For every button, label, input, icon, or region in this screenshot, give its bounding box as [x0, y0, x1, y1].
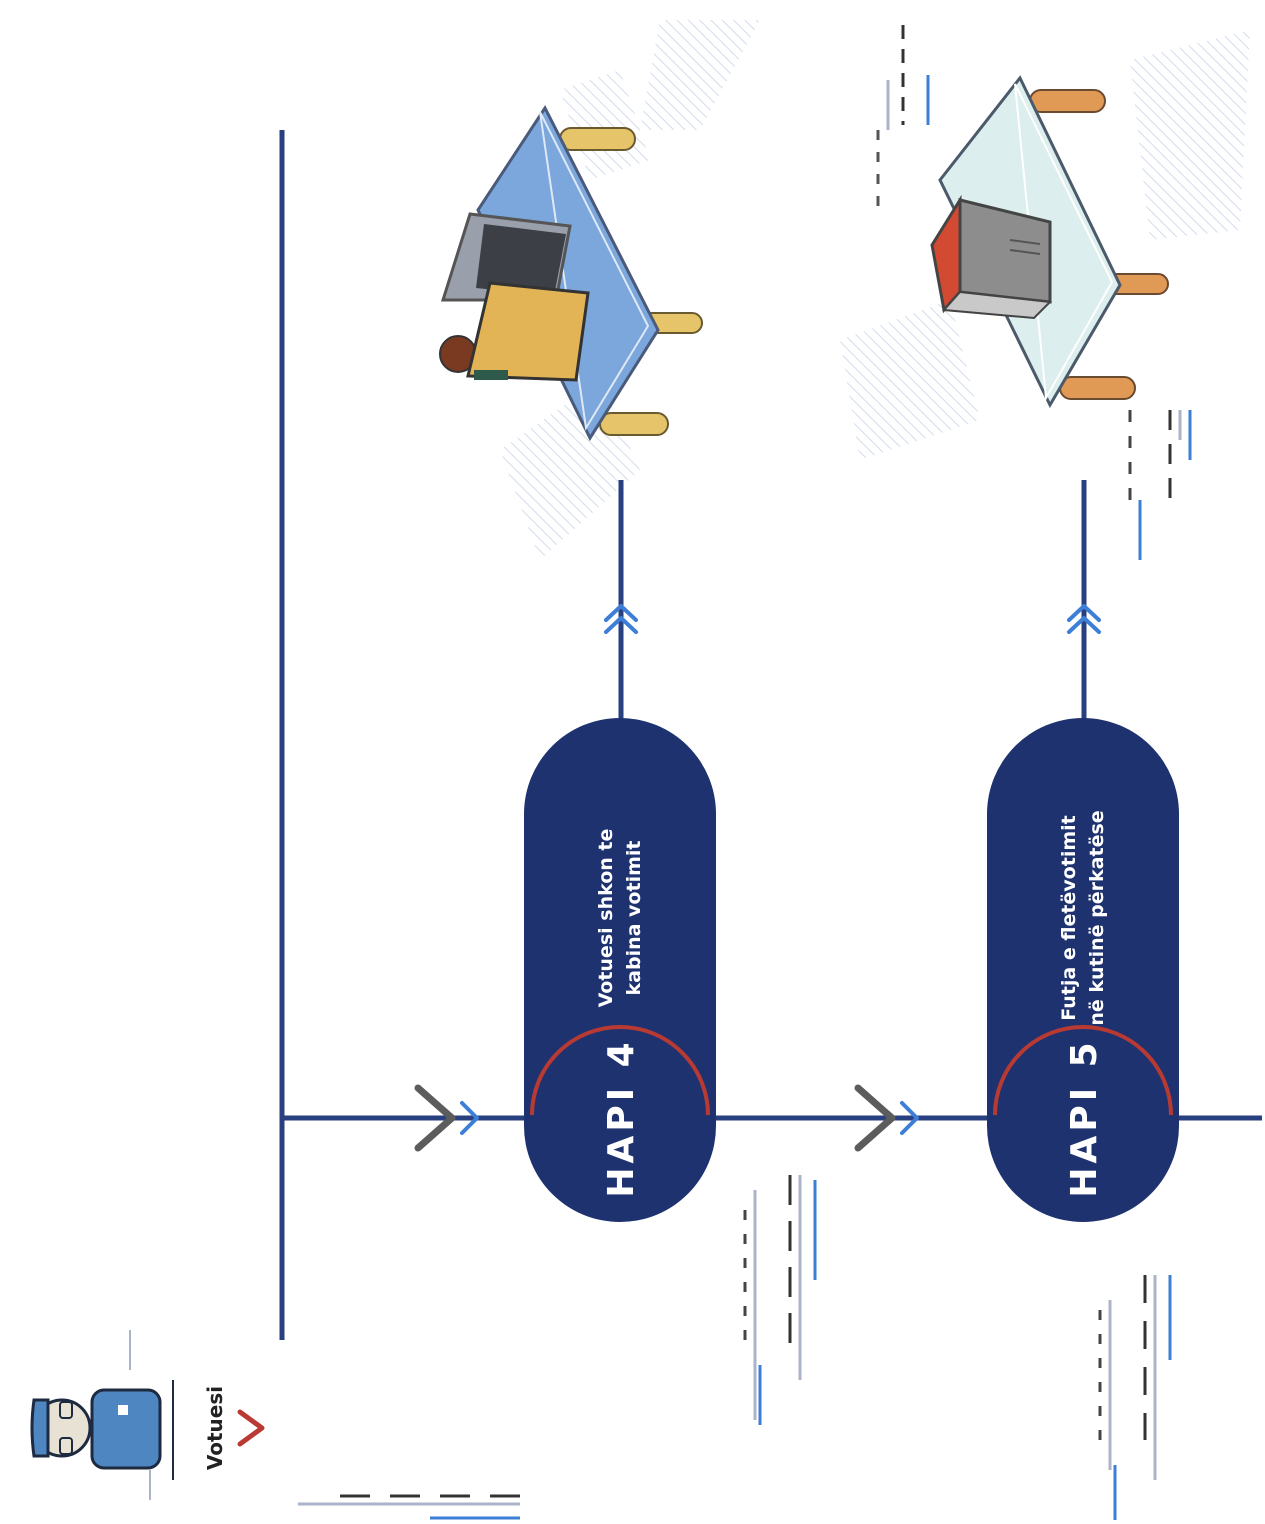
step-4-description-line-2: kabina votimit	[623, 841, 645, 996]
step-5-description-line-1: Futja e fletëvotimit	[1058, 815, 1080, 1020]
voting-booth-desk-icon	[439, 105, 703, 442]
decor-dashes-b	[1128, 410, 1192, 560]
legend: Votuesi	[30, 1380, 265, 1480]
step-5-arc	[993, 1025, 1173, 1116]
decor-dashes	[129, 25, 1192, 1520]
step-5-node: HAPI 5 Futja e fletëvotimit në kutinë pë…	[987, 718, 1179, 1222]
blue-chevron-icon	[1067, 616, 1101, 634]
step-5-pill	[987, 718, 1179, 1222]
background-hatching	[500, 20, 1250, 560]
blue-chevron-icon	[604, 616, 638, 634]
step-4-description-line-1: Votuesi shkon te	[595, 829, 617, 1008]
gray-chevron-icon	[414, 1084, 456, 1152]
step-4-arc	[530, 1025, 710, 1116]
blue-chevron-icon	[604, 604, 638, 622]
step-5-description-line-2: në kutinë përkatëse	[1086, 810, 1108, 1025]
step-4-pill	[524, 718, 716, 1222]
chevron-icon	[237, 1409, 265, 1447]
gray-chevron-icon	[854, 1084, 896, 1152]
decor-dashes-d	[1098, 1275, 1172, 1520]
step-4-node: HAPI 4 Votuesi shkon te kabina votimit	[524, 718, 716, 1222]
ballot-box-desk-icon	[930, 75, 1169, 409]
blue-chevron-icon	[460, 1101, 479, 1135]
decor-dashes-a	[876, 25, 930, 210]
actor-label: Votuesi	[203, 1386, 227, 1470]
decor-dashes-e	[129, 1330, 520, 1520]
blue-chevron-icon	[900, 1101, 919, 1135]
decor-dashes-c	[743, 1175, 817, 1425]
step-4-label: HAPI 4	[601, 1038, 642, 1197]
voter-icon	[30, 1388, 162, 1470]
flow-arrows	[414, 604, 1101, 1152]
step-5-label: HAPI 5	[1064, 1038, 1105, 1197]
blue-chevron-icon	[1067, 604, 1101, 622]
